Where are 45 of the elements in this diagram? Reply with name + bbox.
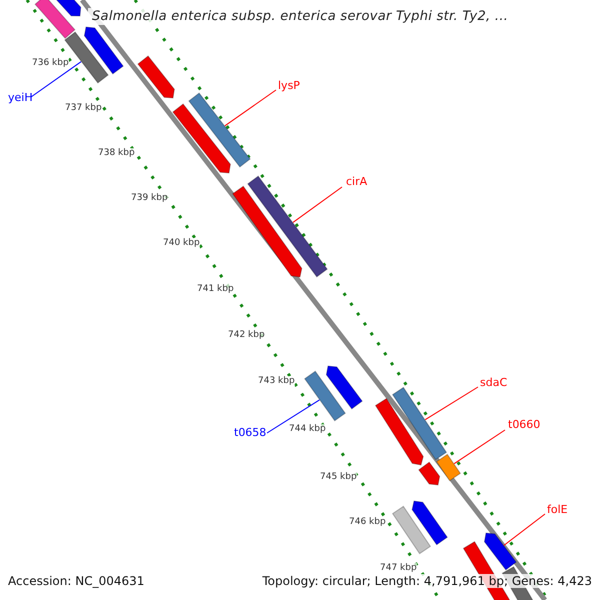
scale-label: 742 kbp xyxy=(228,330,265,340)
gene-label: sdaC xyxy=(480,376,508,389)
gene-bar xyxy=(54,0,82,16)
gene-bar xyxy=(412,500,448,546)
gene-bar xyxy=(392,386,448,460)
scale-label: 739 kbp xyxy=(131,193,168,203)
gene-bar xyxy=(247,175,328,278)
leader-line xyxy=(424,386,478,420)
info-text: Topology: circular; Length: 4,791,961 bp; Genes: 4,423 xyxy=(260,574,594,588)
scale-label: 736 kbp xyxy=(32,58,69,68)
leader-line xyxy=(292,186,342,223)
leader-line xyxy=(266,399,320,434)
leader-line xyxy=(30,61,82,98)
scale-label: 747 kbp xyxy=(380,563,417,573)
gene-label: lysP xyxy=(278,79,300,92)
gene-label: t0658 xyxy=(234,426,266,439)
scale-label: 746 kbp xyxy=(349,517,386,527)
gene-label: cirA xyxy=(346,175,368,188)
leader-line xyxy=(224,90,276,126)
scale-label: 741 kbp xyxy=(197,284,234,294)
scale-label: 743 kbp xyxy=(258,376,295,386)
info-text: Accession: NC_004631 xyxy=(6,574,146,588)
gene-label: yeiH xyxy=(8,91,33,104)
gene-bar xyxy=(34,0,76,39)
gene-bar xyxy=(326,365,363,410)
leader-line xyxy=(454,430,506,464)
gene-label: t0660 xyxy=(508,418,540,431)
scale-label: 738 kbp xyxy=(98,148,135,158)
leader-line xyxy=(503,514,546,546)
scale-label: 737 kbp xyxy=(65,103,102,113)
gene-bar xyxy=(137,55,175,99)
gene-bar xyxy=(418,461,440,486)
gene-bar xyxy=(172,103,231,174)
scale-label: 740 kbp xyxy=(163,238,200,248)
gene-bar xyxy=(232,186,302,278)
gene-bar xyxy=(304,370,346,422)
gene-bar xyxy=(484,532,517,571)
gene-bar xyxy=(374,398,424,466)
gene-label: folE xyxy=(547,503,568,516)
gene-bar xyxy=(392,506,432,554)
gene-bar xyxy=(84,26,124,75)
scale-label: 745 kbp xyxy=(320,472,357,482)
scale-label: 744 kbp xyxy=(289,424,326,434)
gene-bar xyxy=(188,92,251,168)
gene-bar xyxy=(436,454,462,482)
